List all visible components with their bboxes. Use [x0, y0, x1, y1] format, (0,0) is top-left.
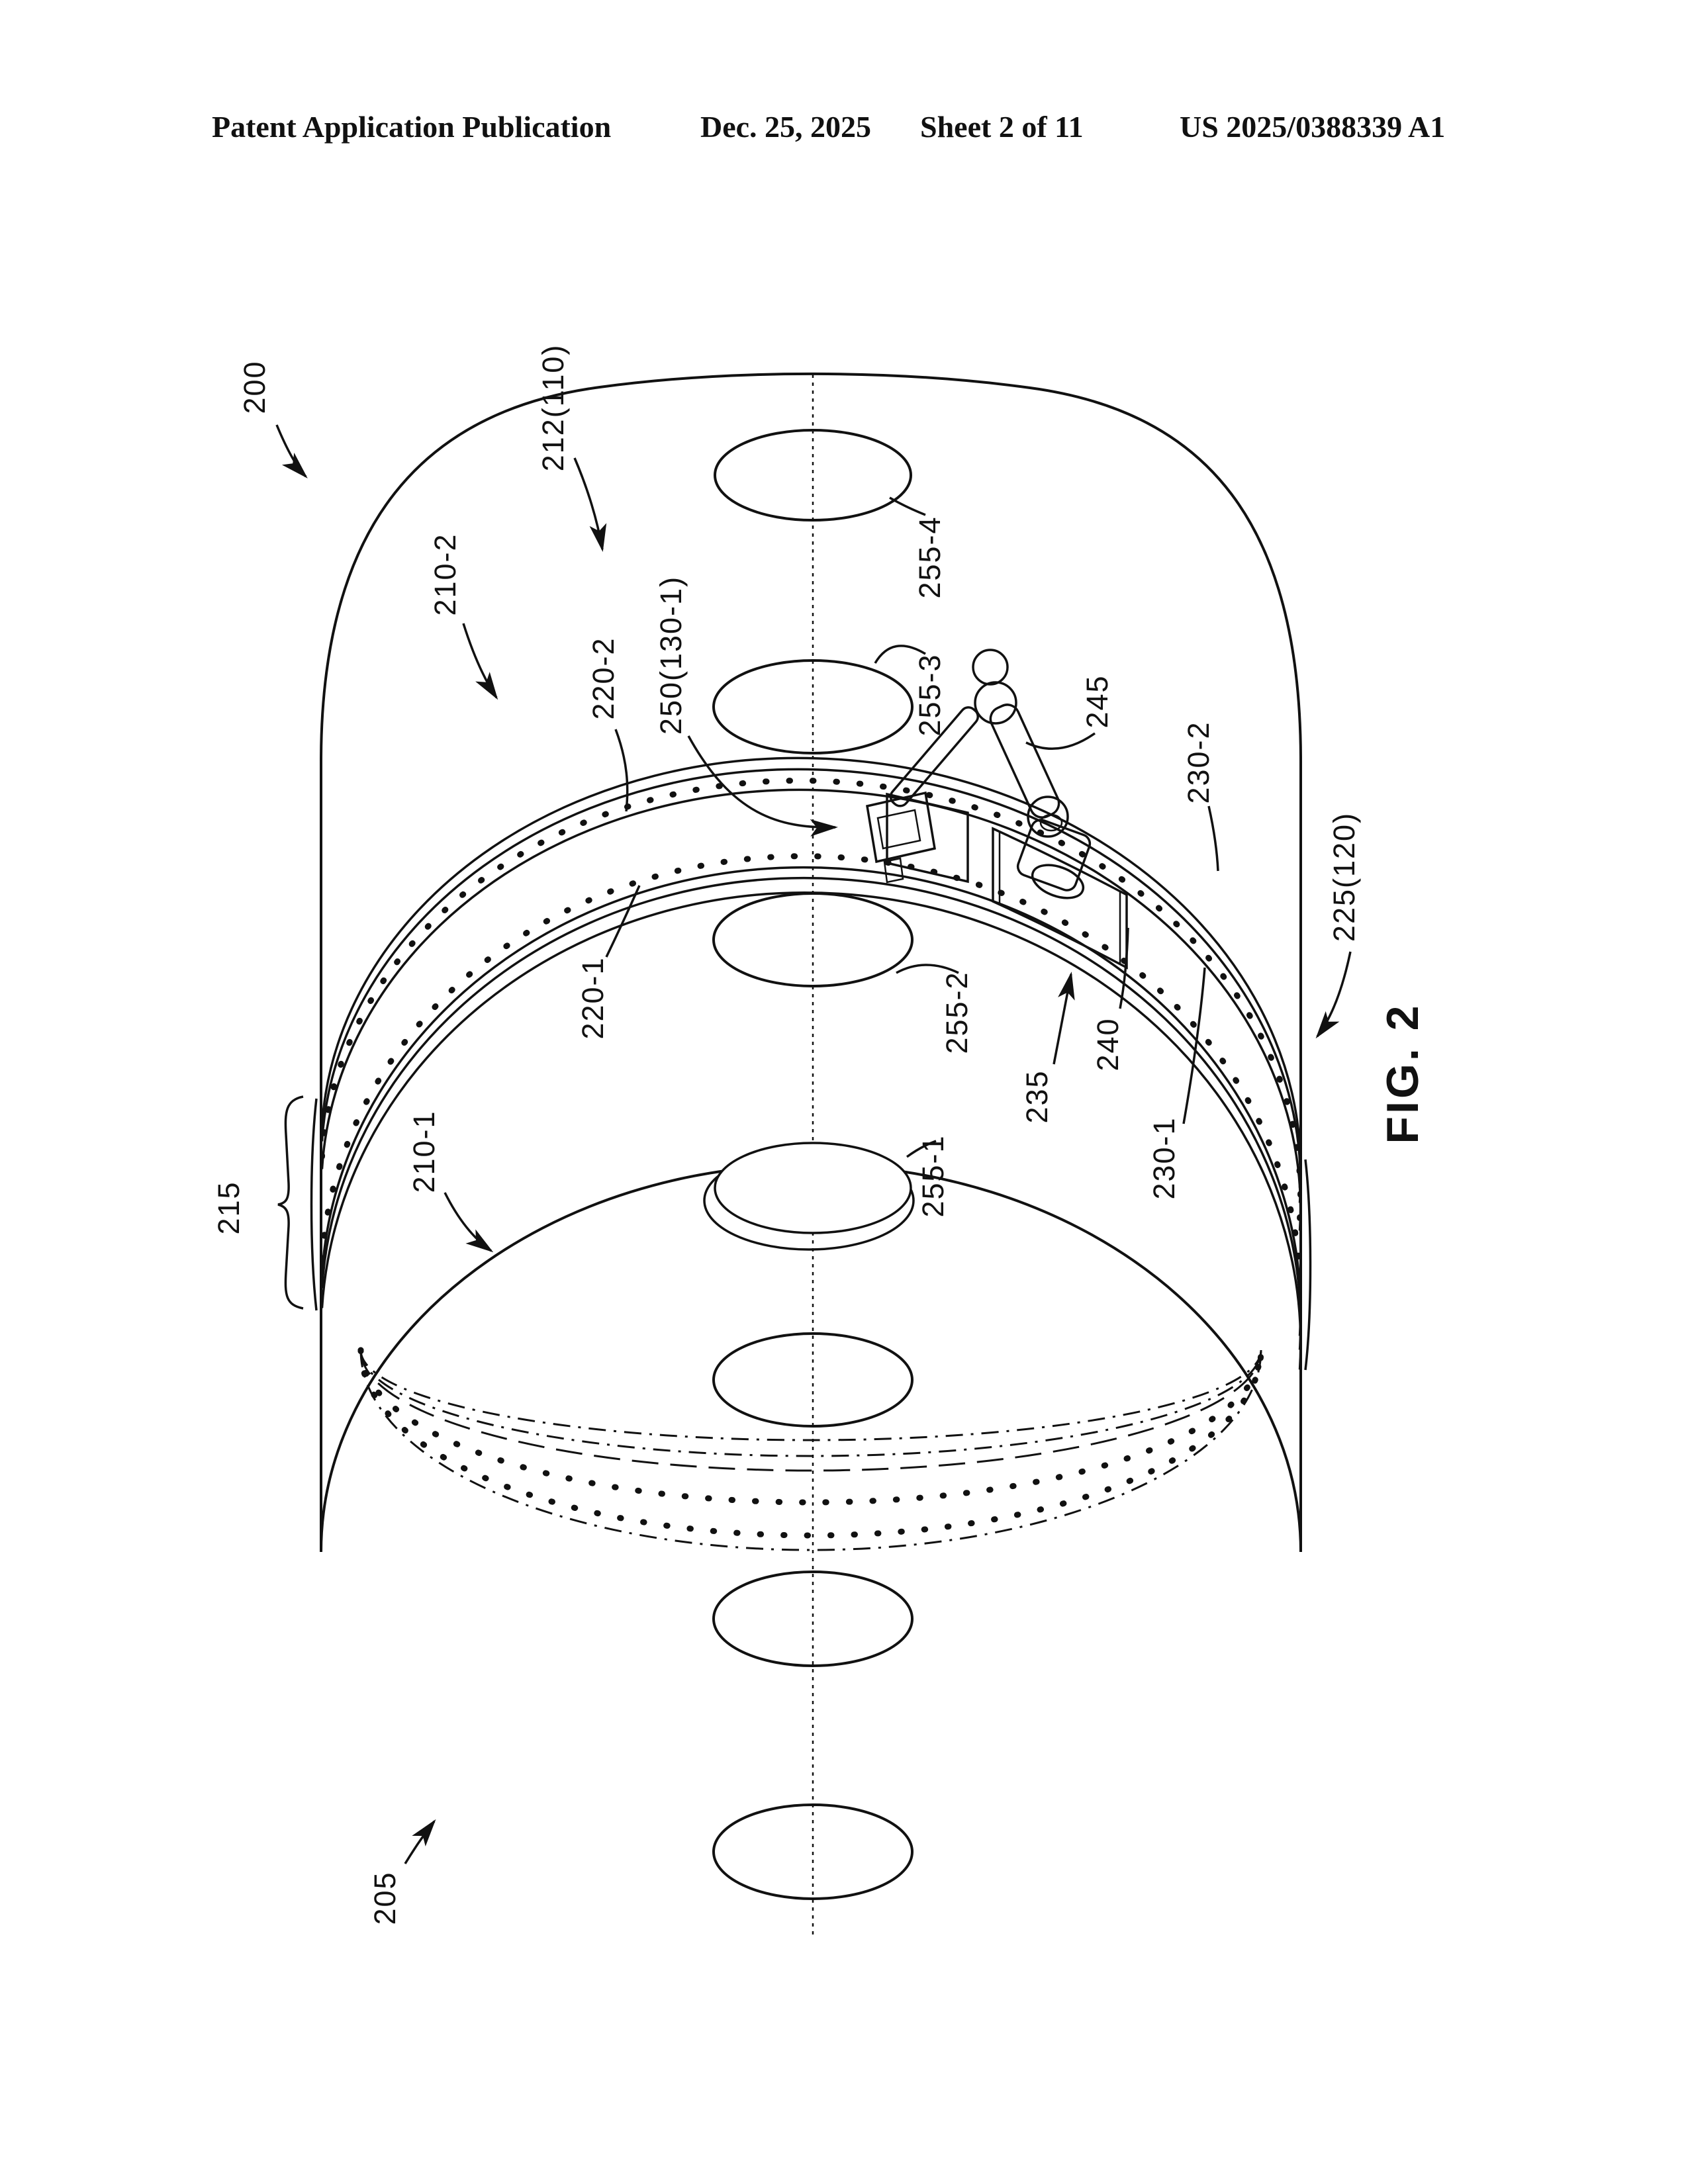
- header-date: Dec. 25, 2025: [700, 110, 871, 144]
- header-title: Patent Application Publication: [212, 110, 611, 144]
- ref-label-240: 240: [1091, 1017, 1125, 1071]
- wrist-joint-face: [1039, 813, 1063, 832]
- hidden-hole-row-2: [357, 1347, 1264, 1539]
- brace-215: [277, 1095, 304, 1310]
- window-forward-3: [712, 1803, 914, 1900]
- leader-225-120: [1315, 951, 1352, 1039]
- shoulder-joint-outer: [972, 649, 1009, 686]
- rivet-row-lower: [320, 853, 1302, 1324]
- leader-255-4: [889, 496, 926, 516]
- leader-220-2: [614, 729, 629, 812]
- hidden-band-joint: [357, 1347, 1264, 1551]
- ref-label-212-110: 212(110): [536, 344, 570, 472]
- carriage-plate: [886, 792, 969, 884]
- window-255-3: [712, 659, 914, 754]
- ref-label-245: 245: [1080, 674, 1114, 728]
- robotic-arm: [866, 649, 1092, 899]
- band-edge-arc-upper-2: [320, 768, 1302, 1203]
- ref-label-255-3: 255-3: [913, 653, 947, 736]
- band-edge-arc-lower-1: [320, 866, 1302, 1336]
- leader-212-110: [573, 457, 607, 552]
- band-edge-arc-upper-3: [320, 788, 1302, 1231]
- window-255-2: [712, 892, 914, 987]
- leader-220-1: [605, 885, 641, 958]
- ref-label-220-1: 220-1: [576, 956, 610, 1039]
- ref-label-235: 235: [1020, 1069, 1054, 1123]
- hidden-arc-4: [359, 1349, 1262, 1551]
- window-forward-1: [712, 1332, 914, 1428]
- ref-label-210-2: 210-2: [428, 533, 462, 615]
- window-forward-2: [712, 1570, 914, 1667]
- ref-label-205: 205: [368, 1871, 402, 1925]
- arm-link-lower: [889, 706, 979, 807]
- leader-210-1: [444, 1192, 494, 1253]
- header-sheet: Sheet 2 of 11: [920, 110, 1084, 144]
- band-edge-on-left: [310, 1098, 318, 1311]
- page-header: Patent Application Publication Dec. 25, …: [212, 110, 1445, 144]
- header-publication-number: US 2025/0388339 A1: [1180, 110, 1445, 144]
- fuselage-outline: [320, 372, 1302, 1553]
- end-effector-outer: [866, 791, 936, 864]
- rivet-row-upper: [320, 777, 1302, 1221]
- fuselage-assembly: [320, 372, 1302, 1938]
- leader-200: [275, 424, 308, 478]
- figure-caption: FIG. 2: [1378, 1003, 1428, 1144]
- shoulder-joint-inner: [974, 681, 1017, 725]
- arm-base-foot: [1031, 864, 1085, 899]
- end-effector-foot: [883, 857, 904, 884]
- leader-255-2: [896, 964, 959, 974]
- window-255-1: [714, 1142, 912, 1234]
- ref-label-255-4: 255-4: [913, 516, 947, 598]
- windows: [703, 429, 915, 1900]
- band-edge-on-right: [1304, 1159, 1312, 1371]
- ref-label-250-130-1: 250(130-1): [654, 576, 688, 735]
- ref-label-230-2: 230-2: [1182, 721, 1215, 803]
- leader-210-2: [462, 623, 498, 700]
- band-edge-arc-upper-1: [320, 756, 1302, 1188]
- ref-label-200: 200: [238, 360, 271, 414]
- leader-245: [1025, 732, 1096, 751]
- hidden-arc-1: [359, 1349, 1262, 1441]
- leader-235: [1053, 972, 1075, 1065]
- leader-255-3: [874, 645, 926, 664]
- ref-label-220-2: 220-2: [586, 637, 620, 719]
- leader-205: [404, 1819, 436, 1864]
- leader-255-1: [906, 1140, 937, 1158]
- leader-lines: [275, 424, 1352, 1864]
- leader-250-130-1: [687, 735, 838, 837]
- leader-230-1: [1182, 967, 1206, 1124]
- ref-label-230-1: 230-1: [1147, 1116, 1181, 1199]
- band-edge-arc-lower-2: [320, 876, 1302, 1350]
- arm-base-housing: [1016, 819, 1092, 891]
- window-255-4: [714, 429, 912, 522]
- hidden-arc-2: [359, 1349, 1262, 1457]
- leader-240: [1119, 927, 1129, 1009]
- splice-band: [320, 756, 1302, 1370]
- end-effector-inner: [876, 809, 921, 850]
- leader-230-2: [1207, 805, 1219, 872]
- wrist-joint: [1027, 796, 1069, 838]
- ref-label-215: 215: [212, 1181, 246, 1234]
- ref-label-255-2: 255-2: [940, 971, 974, 1054]
- ref-label-210-1: 210-1: [407, 1110, 441, 1193]
- ref-label-255-1: 255-1: [916, 1134, 950, 1217]
- ref-label-225-120: 225(120): [1327, 812, 1361, 942]
- reference-labels: 200 212(110) 210-2 220-2 250(130-1) 255-…: [212, 344, 1361, 1925]
- hidden-arc-3: [359, 1349, 1262, 1472]
- hidden-hole-row-1: [357, 1347, 1264, 1506]
